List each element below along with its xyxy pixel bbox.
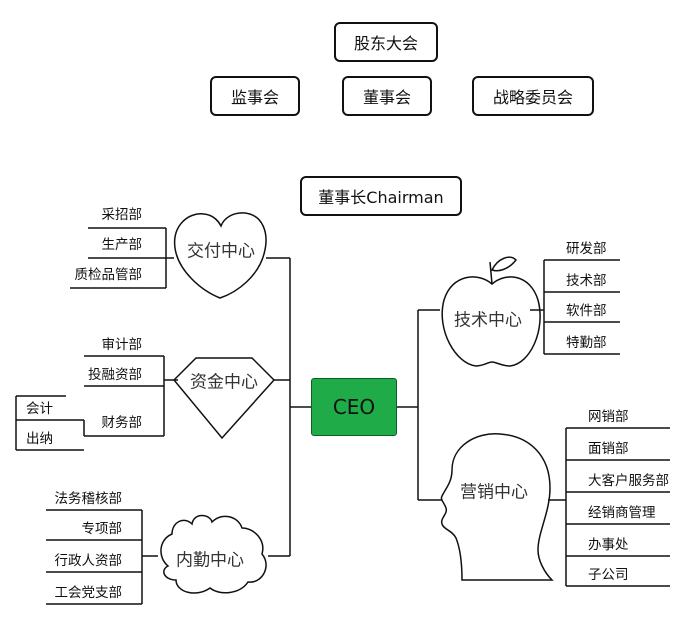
dept-accounting: 会计 — [26, 401, 53, 417]
board-of-directors-box: 董事会 — [342, 76, 432, 116]
chairman-label: 董事长Chairman — [318, 188, 444, 207]
delivery-center-label: 交付中心 — [187, 241, 255, 262]
dept-technical: 技术部 — [566, 273, 607, 289]
dept-quality: 质检品管部 — [74, 267, 143, 283]
ceo-box: CEO — [311, 378, 397, 436]
supervisory-board-box: 监事会 — [210, 76, 300, 116]
dept-office: 办事处 — [588, 537, 629, 553]
dept-subsidiary: 子公司 — [588, 567, 629, 583]
finance-center-label: 资金中心 — [190, 372, 258, 393]
cloud-shape — [160, 514, 267, 594]
ceo-label: CEO — [332, 395, 376, 419]
board-of-directors-label: 董事会 — [362, 88, 411, 107]
dept-software: 软件部 — [566, 303, 607, 319]
strategy-committee-box: 战略委员会 — [472, 76, 594, 116]
dept-rnd: 研发部 — [566, 241, 607, 257]
dept-union: 工会党支部 — [54, 585, 123, 601]
apple-leaf — [490, 256, 518, 272]
shareholders-box: 股东大会 — [334, 22, 438, 62]
strategy-committee-label: 战略委员会 — [492, 88, 573, 107]
head-shape — [440, 433, 554, 581]
dept-procurement: 采招部 — [101, 207, 143, 223]
dept-audit: 审计部 — [101, 337, 143, 353]
marketing-center-label: 营销中心 — [460, 482, 528, 503]
dept-dealer-management: 经销商管理 — [588, 505, 656, 521]
apple-shape — [441, 276, 541, 367]
tech-center-label: 技术中心 — [454, 310, 522, 331]
heart-shape — [173, 212, 267, 299]
dept-special-service: 特勤部 — [566, 335, 607, 351]
diamond-shape — [172, 357, 276, 440]
dept-direct-sales: 面销部 — [588, 441, 629, 457]
dept-cashier: 出纳 — [26, 431, 53, 447]
dept-hr: 行政人资部 — [54, 553, 123, 569]
dept-online-sales: 网销部 — [588, 409, 629, 425]
shareholders-label: 股东大会 — [353, 34, 418, 53]
dept-investment: 投融资部 — [88, 367, 142, 383]
dept-finance: 财务部 — [101, 415, 143, 431]
dept-legal: 法务稽核部 — [54, 491, 123, 507]
dept-key-accounts: 大客户服务部 — [588, 473, 669, 489]
supervisory-board-label: 监事会 — [230, 88, 279, 107]
dept-special: 专项部 — [81, 521, 123, 537]
admin-center-label: 内勤中心 — [176, 550, 244, 571]
dept-production: 生产部 — [101, 237, 143, 253]
chairman-box: 董事长Chairman — [300, 176, 462, 216]
